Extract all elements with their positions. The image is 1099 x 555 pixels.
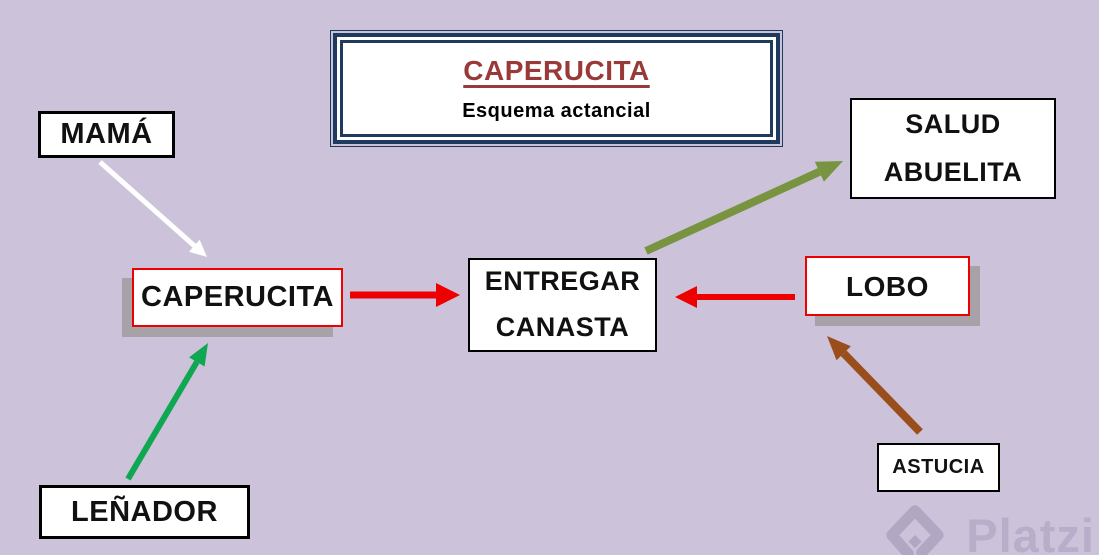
node-salud-line1: SALUD — [905, 109, 1001, 140]
node-caperucita: CAPERUCITA — [132, 268, 343, 327]
arrow-lenador-to-caperucita — [125, 343, 208, 481]
diagram-title: CAPERUCITA — [463, 55, 650, 87]
node-lobo: LOBO — [805, 256, 970, 316]
node-entregar-line2: CANASTA — [495, 312, 630, 342]
platzi-watermark: Platzi — [884, 503, 1095, 555]
node-lenador-label: LEÑADOR — [71, 495, 218, 528]
node-entregar-canasta: ENTREGAR CANASTA — [468, 258, 657, 352]
node-salud-line2: ABUELITA — [883, 156, 1023, 187]
node-lobo-label: LOBO — [846, 270, 929, 302]
diagram-subtitle: Esquema actancial — [462, 99, 651, 122]
arrow-lobo-to-entregar — [675, 286, 795, 308]
arrow-entregar-to-salud — [644, 161, 843, 255]
node-astucia: ASTUCIA — [877, 443, 1000, 492]
node-entregar-line1: ENTREGAR — [484, 266, 641, 297]
node-caperucita-label: CAPERUCITA — [141, 281, 334, 314]
node-mama-label: MAMÁ — [60, 118, 153, 151]
platzi-logo-icon — [886, 505, 944, 555]
arrow-mama-to-caperucita — [98, 160, 207, 257]
diagram-title-box: CAPERUCITA Esquema actancial — [340, 40, 773, 137]
node-mama: MAMÁ — [38, 111, 175, 158]
node-lenador: LEÑADOR — [39, 485, 250, 539]
node-salud-abuelita: SALUD ABUELITA — [850, 98, 1056, 199]
arrow-caperucita-to-entregar — [350, 283, 460, 307]
arrow-astucia-to-lobo — [827, 336, 923, 435]
node-astucia-label: ASTUCIA — [892, 456, 985, 478]
platzi-watermark-text: Platzi — [966, 508, 1095, 555]
